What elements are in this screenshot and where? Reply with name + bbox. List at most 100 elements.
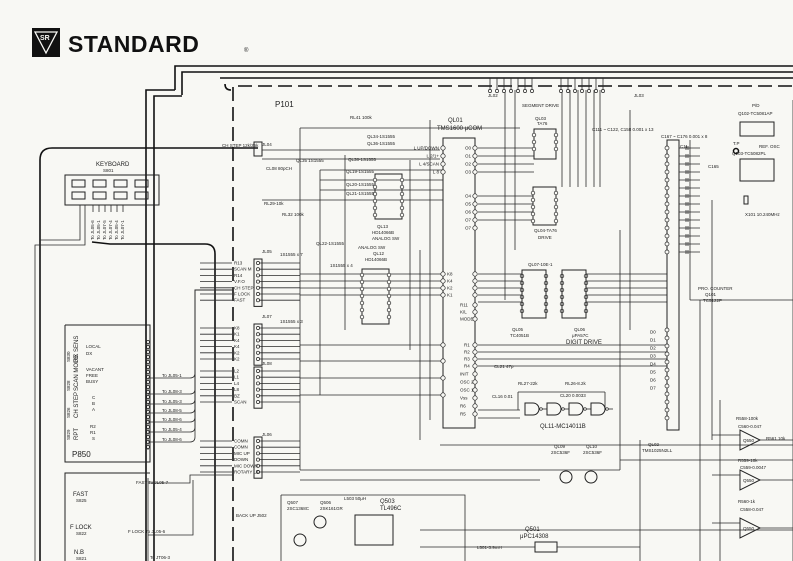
jl06-header xyxy=(253,436,263,479)
pin-label: To JL05-1 xyxy=(96,220,101,240)
ic-ref: QL04-TA76 xyxy=(534,228,557,233)
ic-pin xyxy=(386,279,392,285)
ic-pin xyxy=(399,205,405,211)
ic-pin xyxy=(664,367,670,373)
pin-label: V.F.O xyxy=(234,279,245,284)
ic-pin xyxy=(664,249,670,255)
ic-pin xyxy=(664,145,670,151)
to-label: To JL08-5 xyxy=(162,408,182,413)
ic-pin xyxy=(664,177,670,183)
ic-pin xyxy=(664,383,670,389)
ic-pin xyxy=(372,198,378,204)
part-label: C560-0.047 xyxy=(738,424,762,429)
switch-position: LOCAL xyxy=(86,344,101,349)
to-label: To JT06-3 xyxy=(150,555,171,560)
ql04-ta76-drive: QL04-TA76 DRIVE xyxy=(532,186,557,240)
opamp-triangle xyxy=(739,429,762,451)
pin-label: O7 xyxy=(465,218,472,223)
pin-label: K4 xyxy=(234,338,240,343)
ic-part: HD14066B xyxy=(372,230,394,235)
segment-drive-label: SEGMENT DRIVE xyxy=(522,103,559,108)
part-label: CL21 47p xyxy=(494,364,514,369)
wire xyxy=(148,289,233,433)
ic-pin xyxy=(359,286,365,292)
ic-pin xyxy=(553,146,559,152)
part-label: L501-3.9mH xyxy=(477,545,502,550)
terminal xyxy=(146,415,150,419)
capacitor xyxy=(685,170,689,174)
part-label: C559-0.0047 xyxy=(740,465,767,470)
part-label: CL16 0.01 xyxy=(492,394,513,399)
pin-label: L4 xyxy=(234,381,240,386)
ic-pin xyxy=(530,204,536,210)
ic-pin xyxy=(399,177,405,183)
capacitor xyxy=(685,226,689,230)
switch-name: F LOCK xyxy=(70,525,92,531)
ic-pin xyxy=(664,161,670,167)
ic-pin xyxy=(440,285,446,291)
crystal-label: X101 10.240MHz xyxy=(745,212,781,217)
ic-pin xyxy=(530,190,536,196)
ic-ref: QL05 xyxy=(512,327,524,332)
ic-pin xyxy=(664,169,670,175)
ic-pin xyxy=(472,356,478,362)
ic-pin xyxy=(399,191,405,197)
gate-output xyxy=(605,407,609,411)
ic-pin xyxy=(664,209,670,215)
ic-pin xyxy=(664,241,670,247)
ic-pin xyxy=(664,217,670,223)
switch-name: FAST xyxy=(73,492,88,498)
pin-label: To JL07-4 xyxy=(108,220,113,240)
terminal xyxy=(146,445,150,449)
nand-gate xyxy=(546,402,562,416)
switch-position: VACANT xyxy=(86,367,104,372)
nand-gate xyxy=(568,402,584,416)
pin-label: O1 xyxy=(465,154,472,159)
ic-pin xyxy=(440,292,446,298)
ic-pin xyxy=(440,358,446,364)
to-label: To JL08-3 xyxy=(162,389,182,394)
ic-pin xyxy=(472,371,478,377)
connector-name: JL07 xyxy=(262,314,272,319)
ic-pin xyxy=(553,204,559,210)
pin-label: Q550 xyxy=(743,438,755,443)
part-label: R560-1k xyxy=(738,499,756,504)
section-title: P/D xyxy=(752,103,760,108)
keyboard-key xyxy=(71,191,86,200)
pin-label: D2 xyxy=(650,346,656,351)
jl04-header xyxy=(253,141,263,157)
pin-label: K2 xyxy=(447,286,453,291)
pin-label: FAST xyxy=(234,298,246,303)
pin-label: L UP/DOWN xyxy=(414,146,439,151)
ic-pin xyxy=(440,278,446,284)
pin-label: D5 xyxy=(650,370,656,375)
pin-label: L 8 xyxy=(433,170,440,175)
gate-output xyxy=(539,407,543,411)
terminal xyxy=(146,340,150,344)
connector-name: JL02 xyxy=(488,93,498,98)
keyboard-key xyxy=(134,191,149,200)
ic-ref: QL02 xyxy=(648,442,660,447)
pin-label: L 2/1+ xyxy=(427,154,440,159)
ql11-mc14011b-gates: QL11-MC14011B xyxy=(517,391,613,430)
pin-label: DOWN xyxy=(234,457,248,462)
pin-label: SCAN M xyxy=(234,267,252,272)
part-label: R561 10k xyxy=(766,436,786,441)
ic-part: TL496C xyxy=(380,506,402,512)
ic-pin xyxy=(440,169,446,175)
switch-group-ref: S826 xyxy=(66,407,71,418)
ic-pin xyxy=(440,375,446,381)
ic-ref: Q503 xyxy=(380,499,395,505)
ic-pin xyxy=(472,403,478,409)
pin-label: K1 xyxy=(234,332,240,337)
keyboard-key xyxy=(113,179,128,188)
ic-pin xyxy=(472,363,478,369)
ic-ref: QL01 xyxy=(448,118,463,124)
ic-ref: QL11-MC14011B xyxy=(540,424,586,430)
ic-pin xyxy=(372,212,378,218)
pin-label: R14 xyxy=(234,273,243,278)
ic-pin xyxy=(472,309,478,315)
ic-pin xyxy=(664,407,670,413)
ic-pin xyxy=(359,307,365,313)
to-label: To JL05-4 xyxy=(162,427,182,432)
